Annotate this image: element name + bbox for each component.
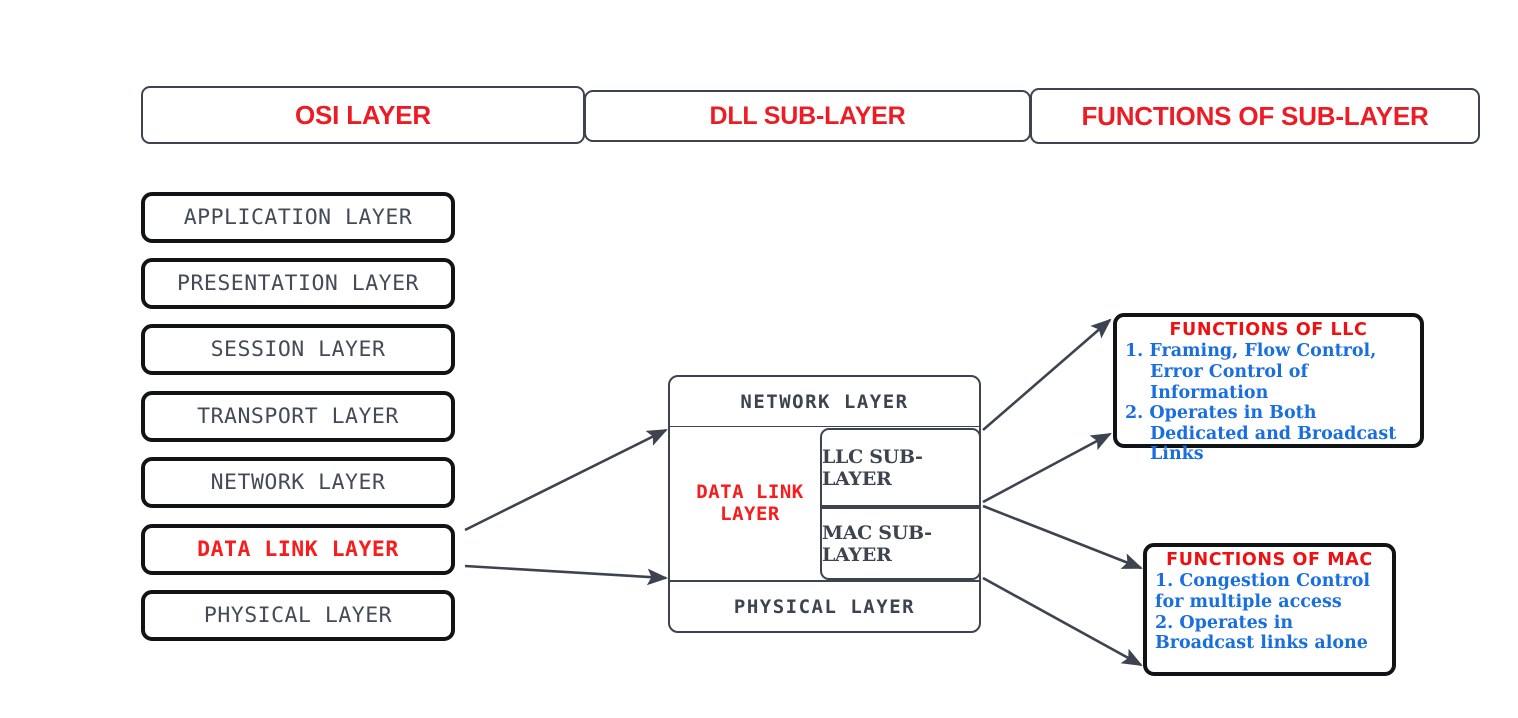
detail-data-link-layer-label-line2: LAYER <box>720 503 780 525</box>
functions-of-llc-title: FUNCTIONS OF LLC <box>1169 320 1368 340</box>
header-label-functions-of-sub-layer: FUNCTIONS OF SUB-LAYER <box>1081 100 1429 131</box>
osi-layer-application: APPLICATION LAYER <box>141 192 455 243</box>
osi-layer-label: NETWORK LAYER <box>210 470 386 495</box>
functions-of-llc-list: 1. Framing, Flow Control, Error Control … <box>1125 341 1412 465</box>
osi-layer-label: PRESENTATION LAYER <box>177 271 419 296</box>
detail-data-link-layer-label: DATA LINK LAYER <box>674 427 826 581</box>
detail-mac-sub-layer: MAC SUB-LAYER <box>820 507 981 580</box>
osi-layer-session: SESSION LAYER <box>141 324 455 375</box>
arrow-dll-to-detail-bottom <box>464 564 669 586</box>
detail-network-layer: NETWORK LAYER <box>668 375 981 428</box>
osi-layer-label: DATA LINK LAYER <box>197 537 399 562</box>
detail-data-link-layer-label-line1: DATA LINK <box>696 481 804 504</box>
osi-layer-transport: TRANSPORT LAYER <box>141 391 455 442</box>
arrow-detail-to-mac-lower <box>982 576 1143 667</box>
header-label-dll-sub-layer: DLL SUB-LAYER <box>709 101 906 130</box>
arrow-detail-to-llc-lower <box>982 432 1112 504</box>
list-item: 1. Framing, Flow Control, Error Control … <box>1125 341 1377 403</box>
functions-of-mac-title: FUNCTIONS OF MAC <box>1166 550 1373 570</box>
detail-mac-sub-layer-label: MAC SUB-LAYER <box>822 521 932 566</box>
detail-physical-layer: PHYSICAL LAYER <box>668 580 981 633</box>
osi-layer-label: TRANSPORT LAYER <box>197 404 399 429</box>
osi-layer-presentation: PRESENTATION LAYER <box>141 258 455 309</box>
osi-layer-network: NETWORK LAYER <box>141 457 455 508</box>
osi-layer-label: SESSION LAYER <box>210 337 386 362</box>
list-item: 2. Operates in Both Dedicated and Broadc… <box>1125 403 1397 465</box>
header-cell-dll-sub-layer: DLL SUB-LAYER <box>584 90 1031 142</box>
detail-llc-sub-layer-label: LLC SUB-LAYER <box>822 445 923 490</box>
arrow-detail-to-llc-upper <box>982 318 1112 431</box>
functions-of-mac-box: FUNCTIONS OF MAC 1. Congestion Control f… <box>1143 543 1396 676</box>
header-label-osi-layer: OSI LAYER <box>295 99 431 130</box>
detail-network-layer-label: NETWORK LAYER <box>740 390 909 413</box>
functions-of-mac-list: 1. Congestion Control for multiple acces… <box>1155 571 1384 654</box>
detail-physical-layer-label: PHYSICAL LAYER <box>733 595 916 618</box>
osi-layer-label: APPLICATION LAYER <box>183 205 413 230</box>
osi-layer-data-link: DATA LINK LAYER <box>141 524 455 575</box>
detail-llc-sub-layer: LLC SUB-LAYER <box>820 428 981 507</box>
list-item: 1. Congestion Control for multiple acces… <box>1155 571 1371 612</box>
list-item: 2. Operates in Broadcast links alone <box>1155 612 1368 654</box>
header-cell-osi-layer: OSI LAYER <box>141 86 585 144</box>
osi-layer-physical: PHYSICAL LAYER <box>141 590 455 641</box>
dll-detail-diagram: NETWORK LAYER DATA LINK LAYER LLC SUB-LA… <box>668 375 981 633</box>
arrow-dll-to-detail-top <box>464 428 668 532</box>
functions-of-llc-box: FUNCTIONS OF LLC 1. Framing, Flow Contro… <box>1113 313 1424 464</box>
header-cell-functions-of-sub-layer: FUNCTIONS OF SUB-LAYER <box>1030 88 1480 144</box>
osi-layer-label: PHYSICAL LAYER <box>203 603 393 628</box>
arrow-detail-to-mac-upper <box>982 504 1143 570</box>
